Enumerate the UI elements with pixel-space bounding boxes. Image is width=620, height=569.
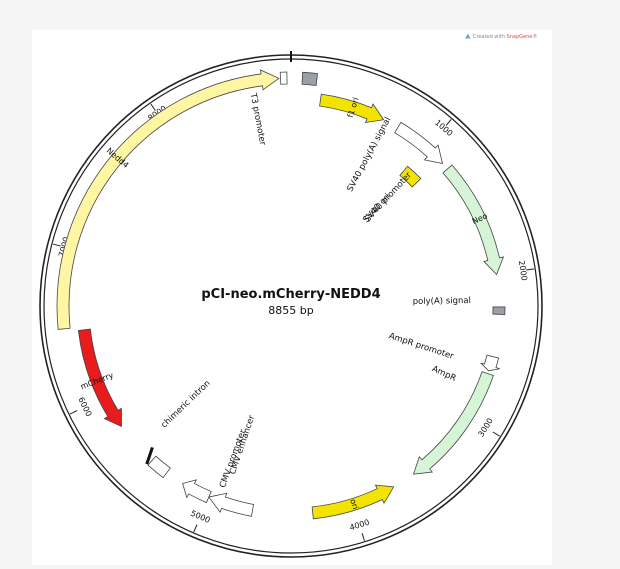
svg-text:Created with SnapGene®: Created with SnapGene® bbox=[473, 33, 537, 40]
scale-tick-label: 2000 bbox=[517, 260, 529, 281]
feature-f1-ori bbox=[319, 93, 385, 124]
feature-label-ori: ori bbox=[348, 498, 360, 511]
feature-sv40-promoter bbox=[394, 121, 444, 165]
scale-tick bbox=[492, 431, 500, 437]
scale-tick bbox=[193, 524, 198, 533]
feature-ampr-promoter bbox=[480, 354, 500, 372]
scale-tick bbox=[52, 243, 61, 247]
feature-t3-promoter bbox=[279, 71, 288, 85]
snapgene-logo-icon bbox=[465, 33, 471, 39]
plasmid-name: pCI-neo.mCherry-NEDD4 bbox=[201, 287, 380, 302]
feature-layer bbox=[56, 69, 506, 520]
feature-chimeric-intron bbox=[147, 455, 171, 479]
scale-tick bbox=[526, 268, 535, 271]
feature-ampr bbox=[412, 371, 494, 475]
scale-tick bbox=[69, 410, 78, 415]
plasmid-size: 8855 bp bbox=[268, 304, 313, 317]
credit-brand: SnapGene bbox=[507, 34, 533, 40]
scale-tick bbox=[445, 119, 452, 126]
credit-prefix: Created with bbox=[473, 34, 507, 40]
feature-sv40-polya bbox=[301, 71, 318, 86]
intron-marker bbox=[145, 446, 154, 465]
feature-ori bbox=[311, 484, 395, 520]
credit-mark: ® bbox=[532, 33, 537, 40]
scale-tick bbox=[361, 532, 365, 541]
feature-label-polya-signal: poly(A) signal bbox=[413, 296, 471, 307]
feature-cmv-promoter bbox=[182, 479, 212, 504]
feature-nedd4 bbox=[56, 69, 280, 330]
scale-tick bbox=[150, 103, 156, 111]
feature-mcherry bbox=[77, 328, 122, 428]
feature-sv40-ori bbox=[399, 165, 422, 188]
map-panel bbox=[32, 30, 552, 565]
feature-neo bbox=[442, 164, 505, 276]
feature-cmv-enhancer bbox=[208, 492, 255, 517]
feature-polya-signal bbox=[492, 306, 506, 315]
snapgene-credit: Created with SnapGene® bbox=[465, 33, 537, 40]
